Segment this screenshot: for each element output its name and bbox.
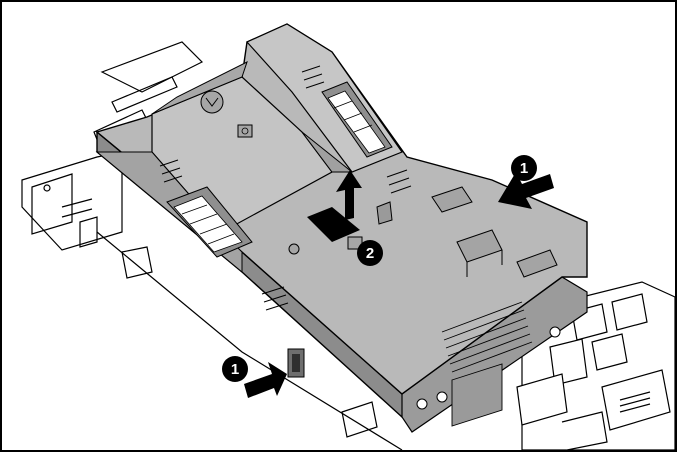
press-arrow-right: [498, 172, 554, 209]
air-baffle-cover: [95, 23, 588, 433]
chassis-bottom-edge: [96, 231, 403, 450]
step-1-number: 1: [520, 160, 528, 177]
step-1-number: 1: [231, 361, 239, 378]
chassis-left: [21, 41, 204, 251]
press-arrow-left: [244, 362, 287, 398]
lift-arrow: [307, 170, 362, 242]
step-1-callout-right: 1: [511, 155, 537, 181]
heatsink-fins: [441, 301, 533, 427]
step-2-number: 2: [366, 245, 374, 262]
step-2-callout: 2: [357, 240, 383, 266]
step-1-callout-left: 1: [222, 356, 248, 382]
